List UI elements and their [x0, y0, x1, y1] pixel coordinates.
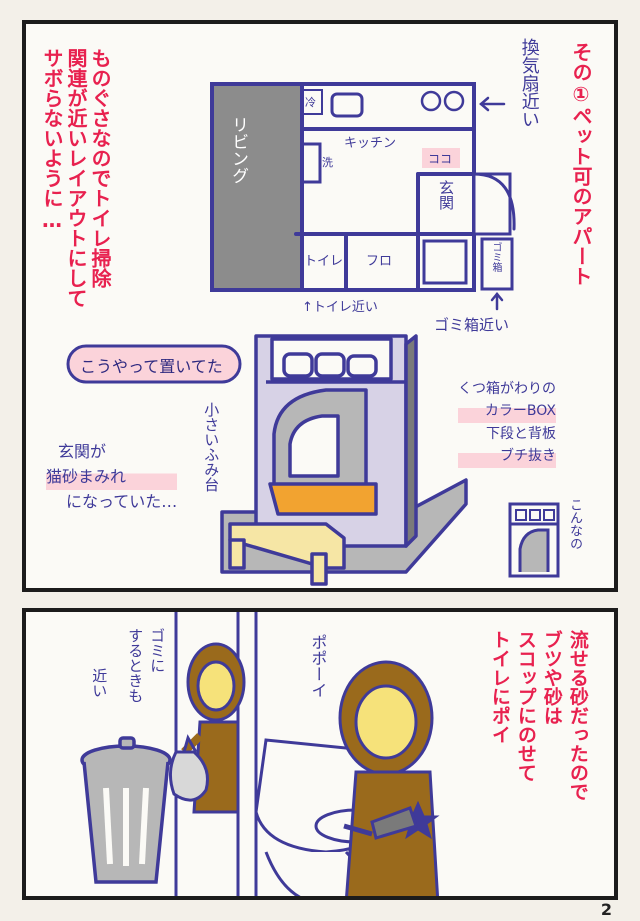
character-right [338, 660, 440, 896]
note-toilet: ↑トイレ近い [302, 300, 378, 315]
trash-box-plan [480, 237, 514, 291]
narration-left-line-3: サボらないように… [40, 48, 64, 232]
fp-toilet: トイレ [304, 254, 344, 269]
fp-kitchen: キッチン [344, 136, 397, 151]
note-trash: ゴミ箱近い [434, 316, 510, 334]
note-litter: 玄関が 猫砂まみれ になっていた… [46, 440, 178, 514]
bath-tub [422, 239, 468, 285]
note-litter-line-1: 玄関が [58, 442, 107, 461]
panel-1-drawing [66, 82, 560, 586]
note-trash-line-3: 近い [90, 668, 109, 698]
fp-here: ココ [428, 152, 453, 166]
panel-2: ゴミに するときも 近い ポポーイ 流せる砂だったので ブツや砂は スコップにの… [22, 608, 618, 900]
narration-2-line-1: 流せる砂だったので [566, 630, 589, 801]
caption-box: こうやって置いてた [80, 357, 223, 376]
fp-washer: 洗 [322, 156, 333, 169]
note-shelf-line-3: 下段と背板 [486, 425, 556, 442]
narration-2-line-4: トイレにポイ [488, 630, 511, 744]
page-number: 2 [600, 900, 612, 919]
trash-bag-icon [169, 734, 209, 802]
living-room [210, 82, 304, 292]
narration-2-line-2: ブツや砂は [540, 630, 563, 725]
narration-left-line-1: ものぐさなのでトイレ掃除 [88, 48, 112, 288]
note-fan: 換気扇近い [518, 38, 540, 128]
fp-bath: フロ [366, 254, 393, 269]
shelf-illustration [220, 334, 468, 586]
panel-2-drawing [80, 612, 440, 896]
note-trash-line-2: するときも [126, 628, 145, 703]
fp-trash: ゴミ箱 [490, 242, 501, 272]
washer [300, 142, 322, 184]
note-shelf-line-4: ブチ抜き [458, 445, 556, 468]
floor-plan [210, 82, 516, 292]
sfx-popoi: ポポーイ [308, 634, 328, 698]
note-trash-line-1: ゴミに [148, 628, 167, 673]
note-litter-line-2: 猫砂まみれ [46, 464, 178, 490]
fp-entrance: 玄関 [437, 180, 455, 210]
fridge [301, 89, 323, 115]
fan-icons [420, 90, 465, 112]
note-shelf: くつ箱がわりの カラーBOX 下段と背板 ブチ抜き [458, 378, 556, 468]
note-litter-line-3: になっていた… [66, 491, 178, 511]
fp-living: リビング [228, 116, 248, 184]
narration-left-line-2: 関連が近いレイアウトにして [64, 48, 88, 308]
arrows [479, 96, 506, 311]
trash-can-icon [80, 736, 172, 884]
fp-fridge: 冷 [305, 96, 316, 109]
narration-2-line-3: スコップにのせて [514, 630, 537, 782]
note-example: こんなの [566, 498, 582, 550]
color-box-example-icon [508, 502, 560, 578]
sink [330, 92, 364, 118]
panel-1: その①ペット可のアパート ものぐさなのでトイレ掃除 関連が近いレイアウトにして … [22, 20, 618, 592]
note-shelf-line-1: くつ箱がわりの [458, 381, 556, 397]
narration-right: その①ペット可のアパート [569, 42, 593, 286]
caption-box-frame [66, 344, 242, 384]
note-step: 小さいふみ台 [202, 402, 221, 492]
note-shelf-line-2: カラーBOX [458, 400, 556, 423]
